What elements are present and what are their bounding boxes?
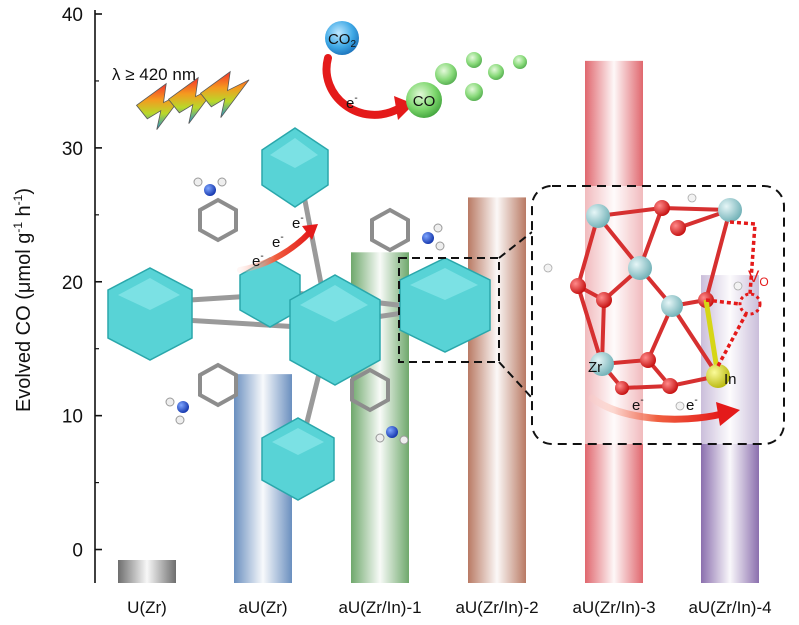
conversion-arrow-icon <box>322 54 404 119</box>
category-label: aU(Zr/In)-1 <box>338 598 421 617</box>
amine-groups-icon <box>165 177 445 445</box>
y-axis-title-close: ) <box>13 188 35 195</box>
y-tick-label: 20 <box>62 273 83 294</box>
y-tick-label: 0 <box>72 541 83 562</box>
charge-transfer-arrowhead-icon <box>302 224 318 240</box>
electron-label-3: e- <box>292 213 304 232</box>
y-tick-label: 10 <box>62 407 83 428</box>
electron-label-1: e- <box>252 251 264 270</box>
bar-u-zr <box>118 560 176 583</box>
inset-electron-label-2: e- <box>686 395 698 414</box>
in-bond <box>703 299 721 377</box>
zoom-leader-top <box>498 231 533 259</box>
y-axis-title-main: Evolved CO (μmol g <box>13 233 35 412</box>
zoom-source-box <box>398 257 500 363</box>
y-tick-label: 30 <box>62 139 83 160</box>
zoom-leader-bottom <box>498 361 533 399</box>
light-bolts-icon <box>135 70 250 130</box>
inset-electron-arrow-icon <box>588 394 726 423</box>
y-tick-label: 40 <box>62 5 83 26</box>
transfer-electron-label: e- <box>346 93 358 112</box>
charge-transfer-arrow-icon <box>237 229 313 273</box>
co2-molecule-icon <box>325 21 359 55</box>
h-atoms-icon <box>543 193 743 411</box>
category-label: U(Zr) <box>127 598 167 617</box>
y-axis-title-sup1: -1 <box>11 222 25 233</box>
inset-electron-arrowhead-icon <box>716 402 740 426</box>
category-label: aU(Zr/In)-4 <box>688 598 771 617</box>
y-ticks: 0 10 20 30 40 <box>62 5 102 562</box>
in-atom-icon <box>706 364 730 388</box>
co-molecule-icon <box>406 82 442 118</box>
o-atoms-icon <box>570 200 714 395</box>
in-label: In <box>724 371 737 388</box>
co2-label-sub: 2 <box>350 39 356 50</box>
co2-label: CO2 <box>328 31 357 50</box>
category-label: aU(Zr) <box>238 598 287 617</box>
oxygen-vacancy-icon <box>738 292 762 316</box>
y-axis-title-sup2: -1 <box>11 194 25 205</box>
vacancy-label: VO <box>748 267 769 289</box>
y-axis-title-h: h <box>13 205 35 222</box>
benzene-rings-icon <box>198 197 410 413</box>
co2-label-main: CO <box>328 31 351 48</box>
vacancy-dotted-bonds <box>705 220 757 367</box>
y-axis-title: Evolved CO (μmol g-1 h-1) <box>11 188 35 412</box>
light-wavelength-label: λ ≥ 420 nm <box>112 65 196 84</box>
category-label: aU(Zr/In)-2 <box>455 598 538 617</box>
electron-label-2: e- <box>272 232 284 251</box>
cluster-inset: VO Zr In e- e- <box>531 185 785 445</box>
zr-atoms-icon <box>586 198 742 376</box>
bar-au-zr-in-2 <box>468 197 526 583</box>
axes: 0 10 20 30 40 <box>62 5 102 583</box>
zr-label: Zr <box>588 359 602 376</box>
category-label: aU(Zr/In)-3 <box>572 598 655 617</box>
zr-clusters-highlight <box>118 138 478 455</box>
mof-scheme: λ ≥ 420 nm CO2 e- CO <box>107 21 533 501</box>
inset-electron-label-1: e- <box>632 395 644 414</box>
category-labels: U(Zr) aU(Zr) aU(Zr/In)-1 aU(Zr/In)-2 aU(Zr/I… <box>127 598 771 617</box>
co-label: CO <box>413 93 436 110</box>
co-bubbles-icon <box>435 52 527 101</box>
